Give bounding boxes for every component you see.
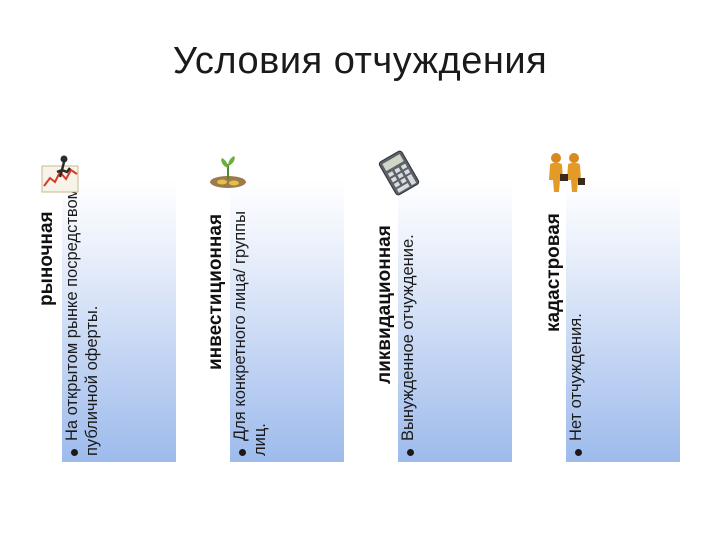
calculator-icon (378, 150, 420, 196)
sprout-coins-icon (210, 156, 246, 188)
column-text: Для конкретного лица/ группы лиц. (231, 211, 269, 456)
bullet-icon (239, 449, 247, 456)
column-text: На открытом рынке посредством публичной … (63, 188, 101, 456)
bullet-icon (407, 449, 415, 456)
bullet-icon (575, 449, 583, 456)
column-heading-box: инвестиционная (203, 180, 228, 462)
column-heading: инвестиционная (205, 213, 226, 370)
column-card: Для конкретного лица/ группы лиц. (230, 180, 344, 462)
column-heading: рыночная (36, 211, 57, 306)
column-text: Нет отчуждения. (567, 313, 585, 441)
column-heading: ликвидационная (374, 225, 395, 384)
column-text: Вынужденное отчуждение. (399, 234, 417, 441)
chart-person-icon (41, 155, 79, 193)
column-card: Нет отчуждения. (566, 180, 680, 462)
column-heading-box: кадастровая (541, 180, 566, 462)
column-card: Вынужденное отчуждение. (398, 180, 512, 462)
bullet-icon (71, 449, 79, 456)
two-people-icon (549, 153, 585, 192)
column-heading-box: рыночная (34, 180, 59, 462)
page-title: Условия отчуждения (172, 40, 548, 82)
column-card: На открытом рынке посредством публичной … (62, 180, 176, 462)
column-heading-box: ликвидационная (372, 180, 397, 462)
column-heading: кадастровая (543, 213, 564, 332)
